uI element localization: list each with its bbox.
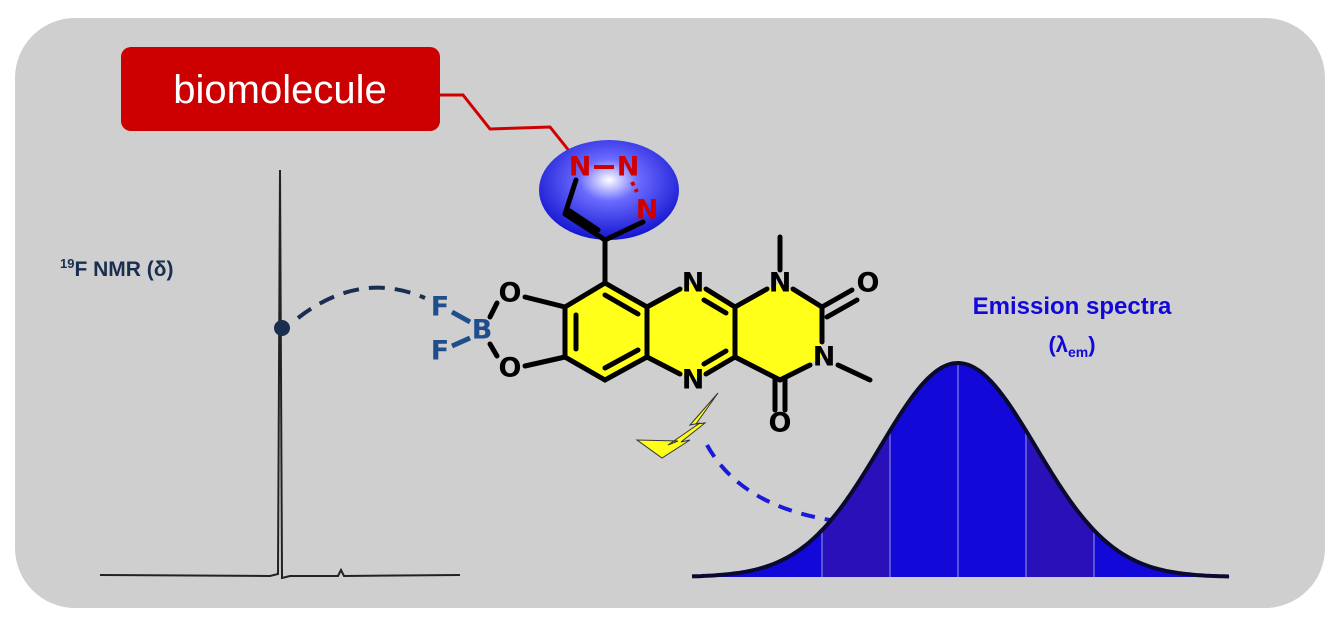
atom-o-upper: O <box>499 278 522 309</box>
atom-triazole-n3: N <box>636 195 659 226</box>
biomolecule-box: biomolecule <box>121 47 440 131</box>
emission-curve-outline <box>691 360 1230 579</box>
atom-boron: B <box>472 315 493 346</box>
atom-o-carbonyl-2: O <box>857 268 880 299</box>
triazole-ring: N N N <box>562 152 659 243</box>
nmr-label: 19F NMR (δ) <box>60 256 174 281</box>
nmr-peak-marker <box>274 320 290 336</box>
atom-n-pyrazine-bottom: N <box>682 365 705 396</box>
atom-n-pyrazine-top: N <box>682 268 705 299</box>
atom-o-lower: O <box>499 353 522 384</box>
emission-title: Emission spectra <box>973 293 1172 320</box>
lightning-icon <box>635 392 719 459</box>
emission-curve-fill <box>692 363 1230 577</box>
nmr-trace <box>99 169 461 580</box>
biomolecule-label: biomolecule <box>173 68 386 112</box>
atom-o-carbonyl-4: O <box>769 408 792 439</box>
atom-f-lower: F <box>431 336 449 367</box>
emission-dashed-arc <box>705 444 831 522</box>
linker-chain <box>440 93 580 163</box>
atom-triazole-n2: N <box>617 152 640 183</box>
atom-f-upper: F <box>431 292 449 323</box>
atom-n-pyrimidine-1: N <box>769 268 792 299</box>
nmr-spectrum: 19F NMR (δ) <box>60 169 461 580</box>
flavin-atoms: O O B F F N N N N O O <box>431 268 880 439</box>
emission-lambda-label: (λem) <box>1048 332 1095 360</box>
atom-n-pyrimidine-3: N <box>813 342 836 373</box>
atom-triazole-n1: N <box>569 152 592 183</box>
flavin-bonds <box>450 234 873 413</box>
